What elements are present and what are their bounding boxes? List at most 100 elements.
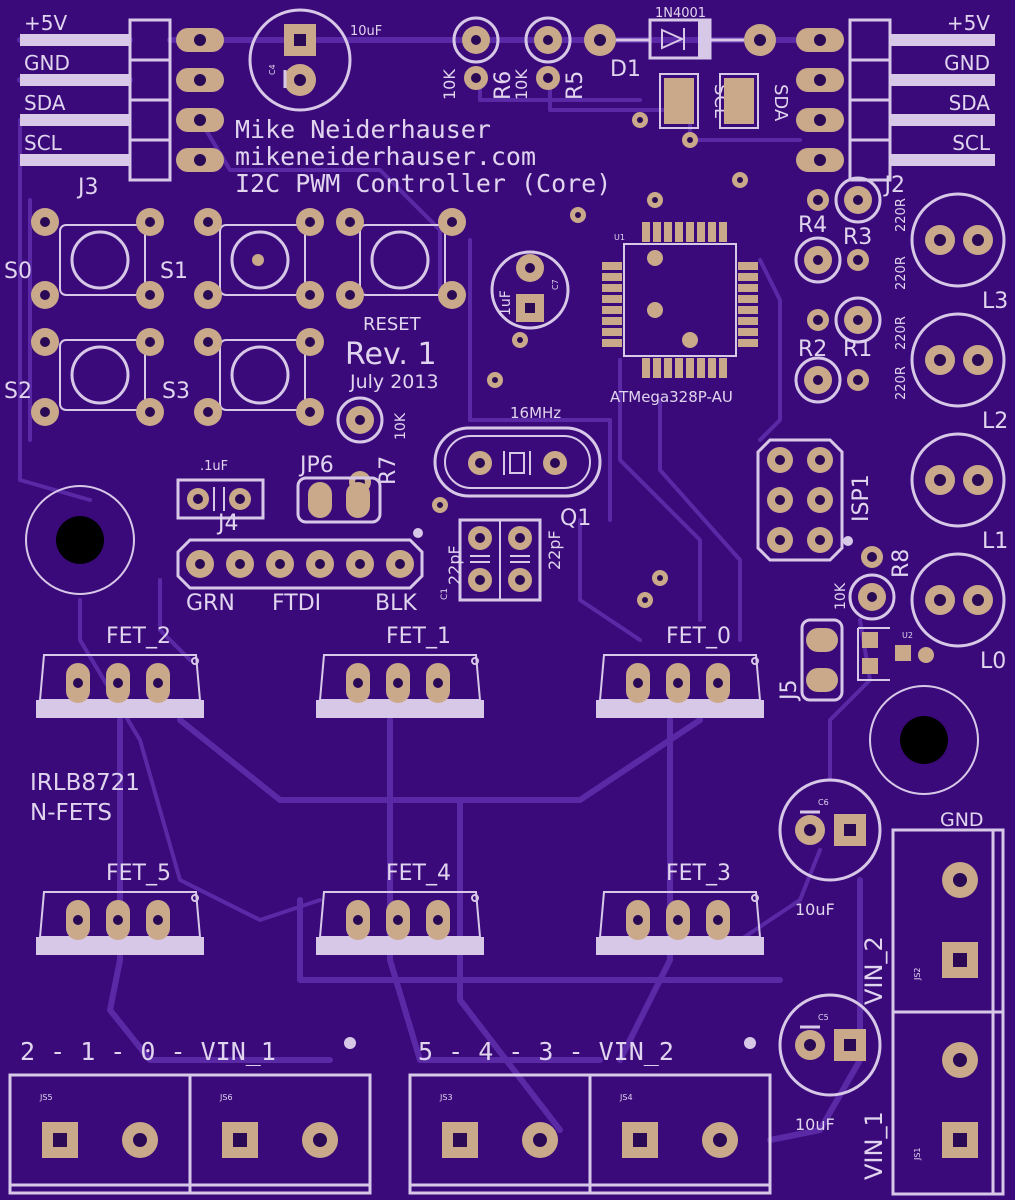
u1-pin-pad: [602, 306, 622, 314]
fet-pin1-mark: [191, 657, 199, 665]
u1-pin-pad: [738, 317, 758, 325]
s3-label: S3: [162, 379, 190, 404]
revision-number: Rev. 1: [345, 337, 437, 372]
chip-u2: U2: [857, 627, 934, 681]
j3-ref: J3: [76, 175, 99, 200]
capacitor-c1-c2: 22pF 22pF C1: [440, 518, 564, 602]
fet-pin-hole: [73, 678, 83, 688]
u1-pin-pad: [719, 358, 727, 378]
vias: [432, 112, 748, 608]
r6-value: 10K: [440, 69, 459, 100]
q1-ref: Q1: [560, 506, 591, 531]
js5-ref: JS5: [39, 1093, 53, 1102]
j2-ref: J2: [883, 173, 906, 198]
u1-pin-pad: [653, 222, 661, 242]
l0-label: L0: [980, 649, 1006, 674]
revision-date: July 2013: [349, 371, 439, 393]
u1-pin-pad: [686, 222, 694, 242]
l3-label: L3: [982, 289, 1008, 314]
via-hole: [492, 377, 498, 383]
js1-ref: JS1: [913, 1147, 922, 1161]
s2-label: S2: [4, 379, 32, 404]
via-hole: [637, 117, 643, 123]
ftdi-pin-hole: [195, 559, 205, 569]
fet-top-1: FET_1: [316, 624, 484, 718]
u1-pin-pad: [602, 328, 622, 336]
via-hole: [657, 575, 663, 581]
c5-ref: C5: [818, 1013, 829, 1022]
u1-pin-pad: [642, 222, 650, 242]
fet-label: FET_4: [386, 861, 451, 886]
fet-pin-hole: [393, 915, 403, 925]
crystal-q1: 16MHz Q1: [433, 404, 602, 531]
resistor-r8: 10K R8: [833, 546, 914, 621]
r3-value: 220R: [894, 198, 909, 232]
u1-pin-pad: [738, 339, 758, 347]
u1-pin-pad: [719, 222, 727, 242]
mounting-hole-right: [869, 685, 979, 795]
u1-pin-pad: [738, 328, 758, 336]
fet-pin-hole: [113, 915, 123, 925]
fet-tab: [316, 937, 484, 955]
terminal-js4: JS4: [588, 1073, 772, 1195]
j2-pin-sda: SDA: [949, 91, 991, 115]
u1-pin-pad: [738, 284, 758, 292]
r8-value: 10K: [833, 582, 849, 610]
via-hole: [642, 597, 648, 603]
fet-top-0: FET_2: [36, 624, 204, 718]
j2-pin-scl: SCL: [952, 131, 991, 155]
fet-tab: [36, 937, 204, 955]
resistor-r1: R1 220R 220R: [834, 296, 909, 400]
c6-ref: C6: [818, 798, 829, 807]
ftdi-pin-hole: [315, 559, 325, 569]
r8-ref: R8: [889, 549, 914, 578]
r4-value: 220R: [894, 256, 909, 290]
c1-value: 22pF: [445, 545, 464, 585]
switch-s1: S1: [160, 208, 324, 309]
u1-pin-pad: [602, 284, 622, 292]
r3-ref: R3: [843, 225, 872, 250]
u1-pin-pad: [738, 306, 758, 314]
ftdi-blk-label: BLK: [375, 591, 417, 616]
u1-value: ATMega328P-AU: [610, 388, 733, 406]
smd-pad-sda: SDA: [719, 73, 791, 129]
resistor-r5: 10K R5: [512, 16, 588, 100]
j4-value: .1uF: [200, 459, 228, 474]
board-title: I2C PWM Controller (Core): [235, 169, 611, 198]
j3-pin-scl: SCL: [24, 131, 63, 155]
fet-label: FET_1: [386, 624, 451, 649]
ftdi-label: FTDI: [272, 591, 321, 616]
header-isp1: ISP1: [756, 438, 874, 562]
fet-tab: [596, 937, 764, 955]
r4-ref: R4: [798, 213, 827, 238]
reset-label: RESET: [363, 314, 422, 335]
switch-s2: S2: [4, 328, 164, 426]
r2-value: 220R: [894, 366, 909, 400]
bottom-terminal-labels: 2 - 1 - 0 - VIN_1 5 - 4 - 3 - VIN_2: [20, 1037, 756, 1066]
l1-label: L1: [982, 529, 1008, 554]
u1-pin-pad: [738, 273, 758, 281]
j2-pin-gnd: GND: [944, 51, 990, 75]
fet-pin-hole: [673, 915, 683, 925]
j5-ref: J5: [777, 680, 802, 703]
ftdi-pin-hole: [355, 559, 365, 569]
chip-u1: U1 ATMega328P-AU: [602, 222, 758, 406]
u2-ref: U2: [902, 631, 913, 640]
fet-pin-hole: [673, 678, 683, 688]
r7-value: 10K: [393, 412, 409, 440]
fet-pin-hole: [393, 678, 403, 688]
s1-label: S1: [160, 259, 188, 284]
via-hole: [437, 502, 443, 508]
via-hole: [517, 337, 523, 343]
fet-pin-hole: [633, 678, 643, 688]
fet-note: IRLB8721 N-FETS: [30, 770, 140, 826]
switch-s3: S3: [162, 328, 324, 426]
l2-label: L2: [982, 409, 1008, 434]
u1-pin-pad: [697, 222, 705, 242]
js6-ref: JS6: [219, 1093, 233, 1102]
terminal-group1-label: 2 - 1 - 0 - VIN_1: [20, 1037, 276, 1066]
terminal-group2-label: 5 - 4 - 3 - VIN_2: [418, 1037, 674, 1066]
c2-value: 22pF: [545, 530, 564, 570]
